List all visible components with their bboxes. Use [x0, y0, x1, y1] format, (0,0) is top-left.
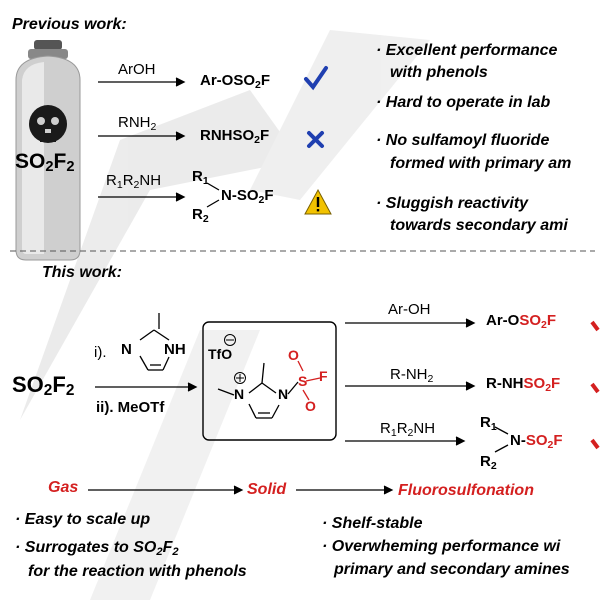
left-note-2: · Surrogates to SO2F2 [15, 539, 179, 558]
main-reaction-arrow [95, 382, 198, 392]
reagent-rnh2: RNH2 [118, 114, 157, 133]
sulfonyl-bonds [297, 360, 321, 401]
note-bullet-3: · No sulfamoyl fluoride [376, 132, 550, 149]
right-note-1: · Shelf-stable [322, 515, 423, 532]
watermark [20, 30, 430, 600]
product-nso2f: N-SO2F [221, 187, 274, 206]
left-note-1: · Easy to scale up [15, 511, 151, 528]
salt-n2: N [278, 386, 289, 402]
so2f2-reactant: SO2F2 [12, 372, 75, 399]
check-icon [304, 66, 328, 91]
reagent-r-nh2: R-NH2 [390, 366, 434, 385]
note-bullet-1: · Excellent performance [376, 42, 558, 59]
imidazole-nh: NH [164, 341, 186, 358]
left-note-3: for the reaction with phenols [28, 563, 247, 580]
product-r2-label: R2 [192, 206, 209, 225]
step-1-label: i). [94, 344, 107, 361]
imidazole-n: N [121, 341, 132, 358]
note-bullet-4: · Sluggish reactivity [376, 195, 529, 212]
reagent-r1r2nh-2: R1R2NH [380, 420, 436, 439]
note-line-2: with phenols [390, 64, 488, 81]
flow-arrows [88, 485, 394, 495]
salt-o-bottom: O [305, 398, 316, 414]
cross-icon [307, 131, 324, 148]
salt-s: S [298, 373, 308, 389]
salt-anion: TfO [208, 346, 233, 362]
product2-nso2f: N-SO2F [510, 432, 563, 451]
this-work-title: This work: [42, 264, 123, 281]
current-arrows [345, 318, 476, 446]
reagent-aroh: ArOH [118, 61, 156, 78]
red-check-icons [590, 320, 600, 450]
flow-solid: Solid [247, 481, 287, 498]
cylinder-label: SO2F2 [15, 150, 75, 175]
gas-cylinder-icon [15, 40, 81, 261]
flow-fluorosulfonation: Fluorosulfonation [398, 482, 534, 499]
imidazole-structure [139, 313, 170, 371]
salt-f: F [319, 368, 328, 384]
product-ar-oso2f: Ar-OSO2F [486, 312, 557, 331]
reagent-r1r2nh: R1R2NH [106, 172, 162, 191]
reagent-ar-oh: Ar-OH [388, 301, 431, 318]
salt-box [202, 321, 337, 441]
product-r-nhso2f: R-NHSO2F [486, 375, 561, 394]
previous-work-title: Previous work: [12, 16, 127, 33]
product2-r1-label: R1 [480, 414, 497, 433]
product-r1-label: R1 [192, 168, 209, 187]
note-line-4: formed with primary am [390, 155, 572, 172]
right-note-3: primary and secondary amines [334, 561, 570, 578]
salt-n1: N [234, 386, 245, 402]
product2-r2-label: R2 [480, 453, 497, 472]
flow-gas: Gas [48, 479, 79, 496]
salt-o-top: O [288, 347, 299, 363]
product-rnhso2f: RNHSO2F [200, 127, 270, 146]
note-bullet-2: · Hard to operate in lab [376, 94, 551, 111]
product-aroso2f: Ar-OSO2F [200, 72, 271, 91]
step-2-label: ii). MeOTf [96, 399, 165, 416]
warning-icon [304, 188, 332, 215]
right-note-2: · Overwheming performance wi [322, 538, 561, 555]
salt-structure [217, 362, 299, 419]
note-line-6: towards secondary ami [390, 217, 568, 234]
prev-amine-bonds [206, 182, 220, 208]
previous-arrows [98, 77, 186, 202]
cur-amine-bonds [494, 426, 509, 453]
